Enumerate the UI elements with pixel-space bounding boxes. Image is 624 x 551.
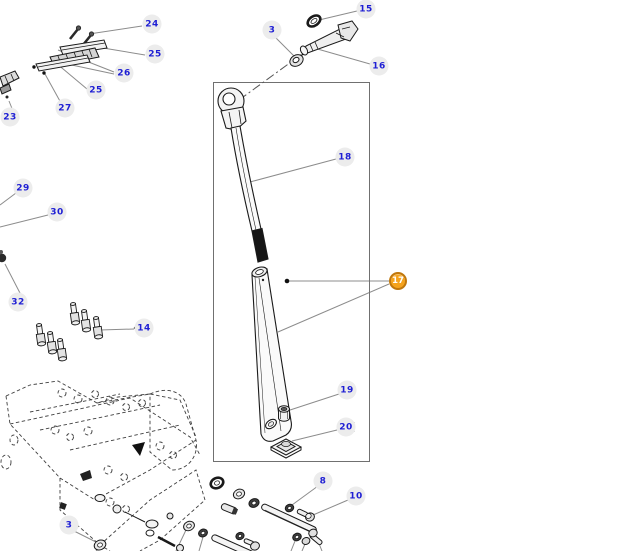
- part-17-lower-lift-rod: [251, 266, 292, 442]
- callout-3-bottom[interactable]: 3: [59, 515, 79, 535]
- part-27-pins: [32, 65, 46, 75]
- callout-27[interactable]: 27: [55, 98, 75, 118]
- callout-10[interactable]: 10: [346, 486, 366, 506]
- callout-20[interactable]: 20: [336, 417, 356, 437]
- callout-16[interactable]: 16: [369, 56, 389, 76]
- callout-8[interactable]: 8: [313, 471, 333, 491]
- callout-26[interactable]: 26: [114, 63, 134, 83]
- part-14-bolts: [35, 302, 104, 362]
- leader-lines: [0, 10, 390, 551]
- part-18-upper-lift-rod: [217, 87, 269, 263]
- callout-15[interactable]: 15: [356, 0, 376, 19]
- housing-solid-details: [59, 442, 184, 551]
- callout-25b[interactable]: 25: [86, 80, 106, 100]
- transmission-housing-sketch: [0, 380, 206, 551]
- hardware-cluster: [93, 476, 323, 551]
- part-25-plate-lower: [35, 54, 91, 72]
- part-20-nut-plate: [269, 438, 303, 459]
- part-25-plate-upper: [59, 39, 108, 56]
- callout-32[interactable]: 32: [8, 292, 28, 312]
- part-19-bushing: [278, 405, 290, 422]
- callout-25a[interactable]: 25: [145, 44, 165, 64]
- part-23-fragment: [0, 70, 20, 120]
- callout-17-highlighted[interactable]: 17: [389, 272, 407, 290]
- callout-19[interactable]: 19: [337, 380, 357, 400]
- part-16-pin: [299, 20, 359, 56]
- callout-24[interactable]: 24: [142, 14, 162, 34]
- part-3-washer-top: [289, 54, 304, 67]
- callout-14[interactable]: 14: [134, 318, 154, 338]
- callout-18[interactable]: 18: [335, 147, 355, 167]
- callout-30[interactable]: 30: [47, 202, 67, 222]
- detail-box: [213, 82, 370, 462]
- callout-3-top[interactable]: 3: [262, 20, 282, 40]
- ref-dot-17: [284, 278, 290, 284]
- part-32-fragment: [0, 250, 7, 263]
- part-15-snap-ring: [306, 14, 322, 28]
- callout-29[interactable]: 29: [13, 178, 33, 198]
- callout-23[interactable]: 23: [0, 107, 20, 127]
